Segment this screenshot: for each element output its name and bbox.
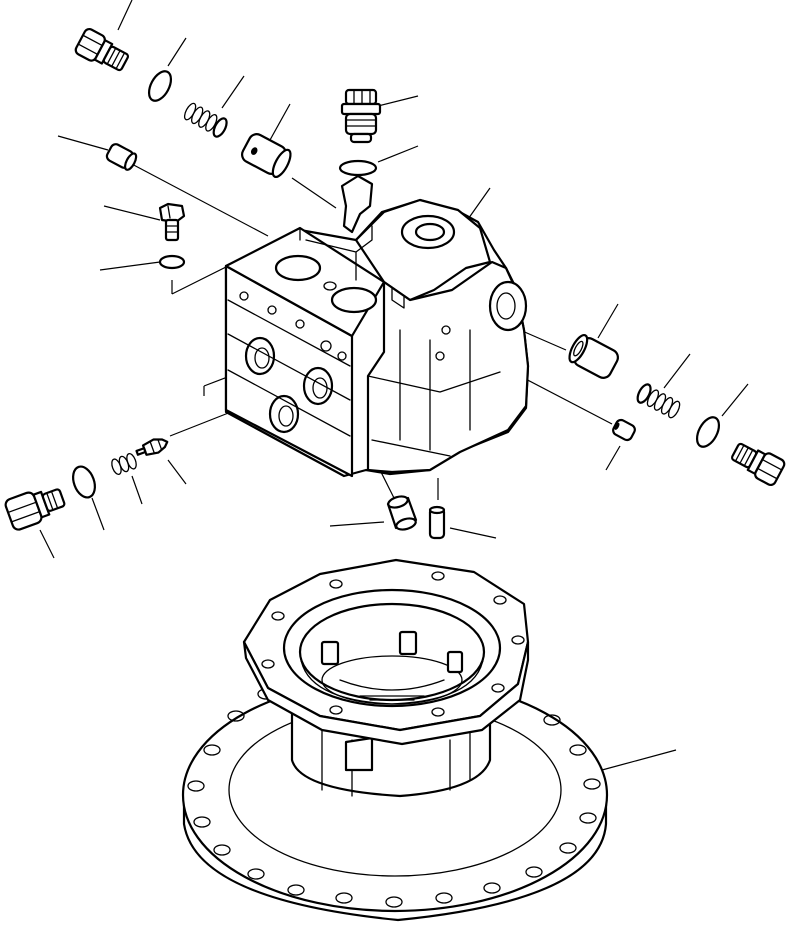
check-valve-icon — [135, 438, 169, 456]
spring-icon — [111, 452, 137, 476]
o-ring-icon — [158, 254, 186, 270]
plug-icon — [74, 27, 129, 72]
sleeve-icon — [105, 143, 138, 171]
leader-lines — [39, 0, 749, 771]
plug-icon — [340, 88, 382, 144]
housing-icon — [181, 558, 609, 922]
pin-icon — [428, 505, 446, 540]
bracket-icon — [340, 174, 374, 234]
valve-body-icon — [224, 198, 530, 478]
spring-icon — [183, 102, 228, 138]
bolt-holes — [187, 688, 601, 908]
o-ring-icon — [72, 465, 96, 499]
check-valve-icon — [612, 418, 636, 442]
plug-icon — [731, 442, 786, 487]
o-ring-icon — [338, 159, 378, 177]
spool-icon — [568, 333, 619, 379]
o-ring-icon — [147, 70, 173, 102]
spring-icon — [636, 383, 681, 419]
bolt-icon — [158, 202, 186, 242]
upper-bolt-holes — [261, 571, 525, 717]
sleeve-icon — [386, 495, 418, 531]
plug-icon — [4, 488, 66, 531]
spool-icon — [241, 133, 292, 179]
o-ring-icon — [695, 416, 721, 448]
